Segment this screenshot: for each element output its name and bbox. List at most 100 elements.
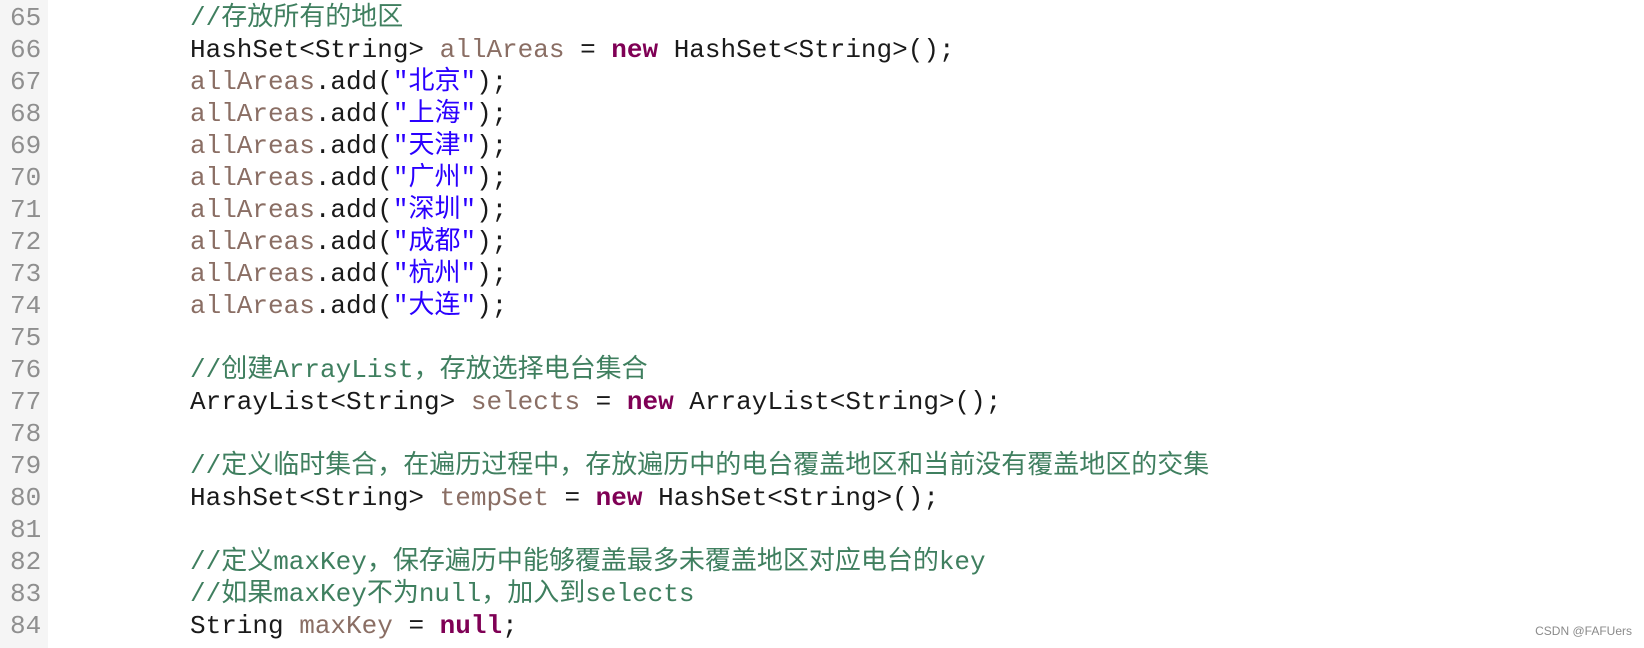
line-number: 71 <box>10 195 42 225</box>
code-token: .add( <box>314 131 393 161</box>
code-line[interactable]: 82//定义maxKey，保存遍历中能够覆盖最多未覆盖地区对应电台的key <box>0 546 1644 578</box>
line-content: allAreas.add("深圳"); <box>190 194 507 226</box>
code-token: ); <box>476 163 508 193</box>
code-token: ); <box>476 195 508 225</box>
line-content: allAreas.add("大连"); <box>190 290 507 322</box>
string-literal: "天津" <box>392 131 477 161</box>
line-number: 80 <box>10 483 42 513</box>
code-token: HashSet<String>(); <box>658 35 955 65</box>
code-line[interactable]: 69 allAreas.add("天津"); <box>0 130 1644 162</box>
line-number: 70 <box>10 163 42 193</box>
line-content: String maxKey = null; <box>190 610 518 642</box>
comment-text: //定义临时集合，在遍历过程中，存放遍历中的电台覆盖地区和当前没有覆盖地区的交集 <box>190 451 1210 481</box>
code-token: HashSet<String>(); <box>642 483 939 513</box>
code-line[interactable]: 65 //存放所有的地区 <box>0 2 1644 34</box>
code-token: HashSet<String> <box>190 35 440 65</box>
code-token: ArrayList<String>(); <box>673 387 1002 417</box>
line-number: 65 <box>10 3 42 33</box>
line-number: 73 <box>10 259 42 289</box>
line-number: 84 <box>10 611 42 641</box>
identifier-token: allAreas <box>190 163 315 193</box>
code-line[interactable]: 80 HashSet<String> tempSet = new HashSet<… <box>0 482 1644 514</box>
line-number: 79 <box>10 451 42 481</box>
code-token: ); <box>476 291 508 321</box>
code-line[interactable]: 81 <box>0 514 1644 546</box>
code-token: ); <box>476 99 508 129</box>
line-content: allAreas.add("成都"); <box>190 226 507 258</box>
identifier-token: allAreas <box>190 291 315 321</box>
code-line[interactable]: 84 String maxKey = null; <box>0 610 1644 642</box>
line-content: //定义maxKey，保存遍历中能够覆盖最多未覆盖地区对应电台的key <box>190 546 986 578</box>
identifier-token: allAreas <box>190 67 315 97</box>
code-token: .add( <box>314 259 393 289</box>
code-token: ; <box>502 611 518 641</box>
code-line[interactable]: 67 allAreas.add("北京"); <box>0 66 1644 98</box>
code-token: = <box>564 35 612 65</box>
line-content: //创建ArrayList，存放选择电台集合 <box>190 354 648 386</box>
string-literal: "广州" <box>392 163 477 193</box>
string-literal: "北京" <box>392 67 477 97</box>
identifier-token: allAreas <box>190 195 315 225</box>
string-literal: "上海" <box>392 99 477 129</box>
keyword-token: new <box>626 387 674 417</box>
identifier-token: tempSet <box>439 483 549 513</box>
line-content: ArrayList<String> selects = new ArrayLis… <box>190 386 1001 418</box>
code-token: .add( <box>314 291 393 321</box>
string-literal: "大连" <box>392 291 477 321</box>
code-token: .add( <box>314 227 393 257</box>
identifier-token: allAreas <box>190 259 315 289</box>
identifier-token: selects <box>470 387 581 417</box>
code-line[interactable]: 83//如果maxKey不为null，加入到selects <box>0 578 1644 610</box>
line-content: //存放所有的地区 <box>190 2 403 34</box>
code-token: HashSet<String> <box>190 483 440 513</box>
identifier-token: allAreas <box>190 99 315 129</box>
keyword-token: new <box>611 35 659 65</box>
code-token: String <box>190 611 300 641</box>
identifier-token: allAreas <box>190 227 315 257</box>
line-number: 69 <box>10 131 42 161</box>
line-number: 72 <box>10 227 42 257</box>
code-line[interactable]: 71 allAreas.add("深圳"); <box>0 194 1644 226</box>
comment-text: //如果maxKey不为null，加入到selects <box>190 579 695 609</box>
comment-text: //存放所有的地区 <box>190 3 404 33</box>
code-line[interactable]: 75 <box>0 322 1644 354</box>
code-token: .add( <box>314 195 393 225</box>
code-line[interactable]: 72 allAreas.add("成都"); <box>0 226 1644 258</box>
code-line[interactable]: 74 allAreas.add("大连"); <box>0 290 1644 322</box>
code-token: ); <box>476 67 508 97</box>
line-number-gutter <box>0 0 48 648</box>
code-line[interactable]: 66 HashSet<String> allAreas = new HashSet… <box>0 34 1644 66</box>
identifier-token: allAreas <box>190 131 315 161</box>
line-content: HashSet<String> allAreas = new HashSet<S… <box>190 34 955 66</box>
line-number: 78 <box>10 419 42 449</box>
line-number: 76 <box>10 355 42 385</box>
identifier-token: allAreas <box>439 35 565 65</box>
line-number: 74 <box>10 291 42 321</box>
code-line[interactable]: 76 //创建ArrayList，存放选择电台集合 <box>0 354 1644 386</box>
line-number: 81 <box>10 515 42 545</box>
code-token: ArrayList<String> <box>190 387 471 417</box>
string-literal: "深圳" <box>392 195 477 225</box>
line-content: HashSet<String> tempSet = new HashSet<St… <box>190 482 939 514</box>
code-token: ); <box>476 227 508 257</box>
line-number: 66 <box>10 35 42 65</box>
code-line[interactable]: 78 <box>0 418 1644 450</box>
code-line[interactable]: 79 //定义临时集合，在遍历过程中，存放遍历中的电台覆盖地区和当前没有覆盖地区的… <box>0 450 1644 482</box>
line-number: 77 <box>10 387 42 417</box>
line-content: allAreas.add("北京"); <box>190 66 507 98</box>
keyword-token: new <box>595 483 643 513</box>
watermark: CSDN @FAFUers <box>1535 624 1632 638</box>
code-token: ); <box>476 131 508 161</box>
comment-text: //创建ArrayList，存放选择电台集合 <box>190 355 648 385</box>
string-literal: "成都" <box>392 227 477 257</box>
line-number: 67 <box>10 67 42 97</box>
comment-text: //定义maxKey，保存遍历中能够覆盖最多未覆盖地区对应电台的key <box>190 547 986 577</box>
string-literal: "杭州" <box>392 259 477 289</box>
code-line[interactable]: 77 ArrayList<String> selects = new ArrayL… <box>0 386 1644 418</box>
code-token: .add( <box>314 67 393 97</box>
